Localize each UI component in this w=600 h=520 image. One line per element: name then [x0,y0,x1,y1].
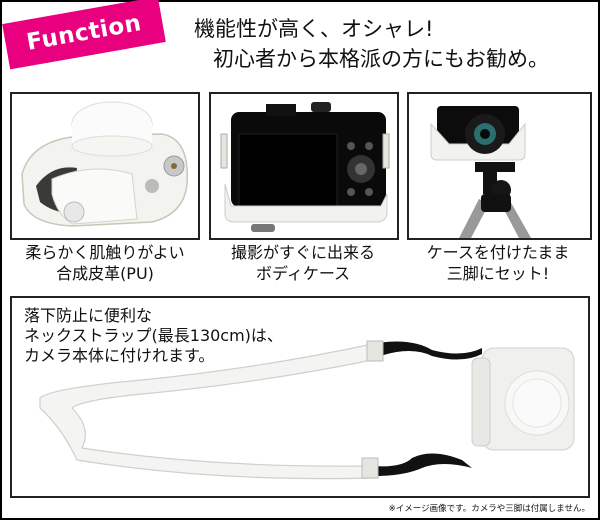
feature-caption-1: 柔らかく肌触りがよい 合成皮革(PU) [10,242,200,284]
tripod-photo [407,92,592,240]
white-camera-case-image [21,101,189,227]
caption-3-line-1: ケースを付けたまま [426,243,570,262]
function-badge-label: Function [24,10,144,56]
case-with-strap-image [39,340,575,480]
caption-2-line-2: ボディケース [255,264,351,283]
caption-1-line-2: 合成皮革(PU) [56,264,154,283]
case-photo [10,92,200,240]
caption-2-line-1: 撮影がすぐに出来る [230,243,375,262]
caption-3-line-2: 三脚にセット! [446,264,550,283]
strap-description: 落下防止に便利な ネックストラップ(最長130cm)は、 カメラ本体に付けれます… [24,306,283,366]
caption-1-line-1: 柔らかく肌触りがよい [25,243,185,262]
disclaimer-note: ※イメージ画像です。カメラや三脚は付属しません。 [388,504,590,514]
body-case-photo [209,92,399,240]
feature-caption-3: ケースを付けたまま 三脚にセット! [403,242,593,284]
strap-text-line-3: カメラ本体に付けれます。 [24,346,215,365]
camera-on-tripod-image [430,106,531,238]
strap-text-line-1: 落下防止に便利な [24,306,153,325]
camera-back-image [220,102,390,232]
strap-text-line-2: ネックストラップ(最長130cm)は、 [24,326,283,345]
headline-line-2: 初心者から本格派の方にもお勧め。 [213,47,549,71]
headline: 機能性が高く、オシャレ! 初心者から本格派の方にもお勧め。 [194,14,549,74]
headline-line-1: 機能性が高く、オシャレ! [194,17,434,41]
feature-caption-2: 撮影がすぐに出来る ボディケース [208,242,398,284]
neck-strap-panel: 落下防止に便利な ネックストラップ(最長130cm)は、 カメラ本体に付けれます… [10,296,590,498]
